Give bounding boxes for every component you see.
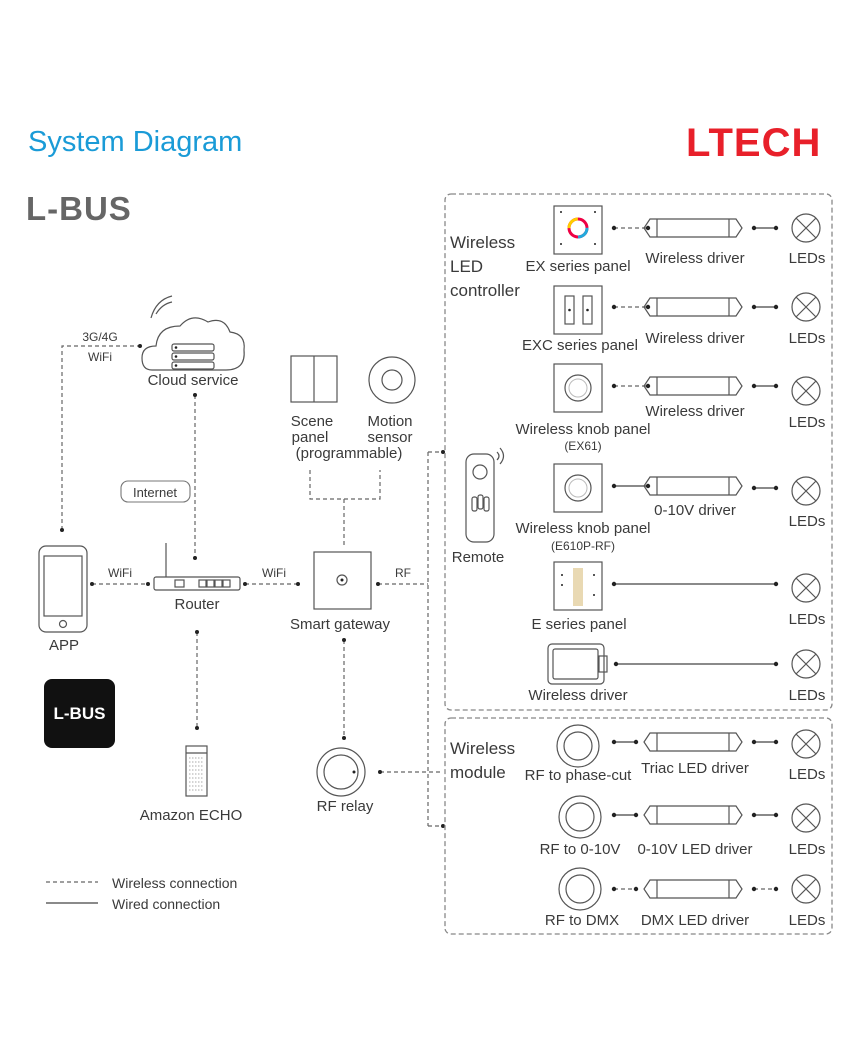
dimming-driver-icon [643,476,743,496]
conn-3g4g-label: 3G/4G [82,330,117,344]
internet-badge [120,480,191,503]
controller-row1-driver: Wireless driver [645,250,744,267]
rf-relay-label: RF relay [317,798,374,815]
controller-row3-model: (EX61) [564,439,601,453]
module-row2-driver: 0-10V LED driver [637,841,752,858]
led-icon [791,376,821,406]
controller-title-line3: controller [450,281,520,300]
controller-row2-device: EXC series panel [522,337,638,354]
module-group-frame [444,717,833,935]
app-label: APP [49,637,79,654]
internet-label: Internet [133,485,177,500]
scene-panel-line2: panel [292,429,329,446]
remote-icon [465,447,505,543]
controller-row5-device: E series panel [531,616,626,633]
controller-row4-model: (E610P-RF) [551,539,615,553]
scene-panel-line1: Scene [291,413,334,430]
wireless-driver-box-icon [547,643,608,685]
wireless-driver-icon [643,297,743,317]
led-icon [791,476,821,506]
wireless-driver-icon [643,376,743,396]
knob-panel-icon [553,463,603,513]
led-icon [791,573,821,603]
controller-row4-load: LEDs [789,513,826,530]
led-icon [791,874,821,904]
controller-row1-load: LEDs [789,250,826,267]
remote-label: Remote [452,549,505,566]
app-logo-text: L-BUS [54,704,106,723]
controller-row3-load: LEDs [789,414,826,431]
wireless-driver-icon [643,218,743,238]
wifi-app-router-label: WiFi [108,566,132,580]
smart-gateway-icon [313,551,372,610]
amazon-echo-icon [185,745,208,797]
controller-row2-driver: Wireless driver [645,330,744,347]
phone-icon [38,545,88,633]
legend-wireless-label: Wireless connection [112,875,237,891]
module-row3-load: LEDs [789,912,826,929]
led-icon [791,803,821,833]
legend-wired-label: Wired connection [112,896,220,912]
scene-panel-icon [290,355,338,403]
knob-panel-icon [553,363,603,413]
rf-module-icon [556,724,600,768]
motion-sensor-icon [368,356,416,404]
page-title: System Diagram [28,126,242,158]
app-cloud-link [61,345,140,530]
rf-relay-icon [316,747,366,797]
rf-module-icon [558,795,602,839]
cloud-service-label: Cloud service [148,372,239,389]
controller-title-line2: LED [450,257,483,276]
module-row1-load: LEDs [789,766,826,783]
module-title-line1: Wireless [450,739,515,758]
module-row2-device: RF to 0-10V [540,841,621,858]
module-row1-device: RF to phase-cut [525,767,633,784]
lbus-heading: L-BUS [26,190,132,227]
led-driver-icon [643,879,743,899]
module-title-line2: module [450,763,506,782]
led-driver-icon [643,805,743,825]
e-series-panel-icon [553,561,603,611]
scene-panel-line3: (programmable) [296,445,403,462]
led-icon [791,292,821,322]
module-row1-driver: Triac LED driver [641,760,749,777]
led-icon [791,649,821,679]
controller-row3-device: Wireless knob panel [515,421,650,438]
controller-row4-device: Wireless knob panel [515,520,650,537]
led-icon [791,729,821,759]
motion-sensor-line1: Motion [367,413,412,430]
rf-module-icon [558,867,602,911]
module-row3-device: RF to DMX [545,912,619,929]
amazon-echo-label: Amazon ECHO [140,807,243,824]
controller-row1-device: EX series panel [525,258,630,275]
exc-panel-icon [553,285,603,335]
smart-gateway-label: Smart gateway [290,616,391,633]
controller-row2-load: LEDs [789,330,826,347]
controller-row6-load: LEDs [789,687,826,704]
panels-gateway-link [309,470,381,548]
rf-bus-branches [428,451,443,827]
ltech-logo: LTECH [686,121,821,165]
router-icon [153,543,241,591]
led-driver-icon [643,732,743,752]
conn-wifi-top-label: WiFi [88,350,112,364]
wifi-router-gateway-label: WiFi [262,566,286,580]
controller-row6-device: Wireless driver [528,687,627,704]
lbus-app-logo [44,679,115,748]
controller-title-line1: Wireless [450,233,515,252]
module-row2-load: LEDs [789,841,826,858]
router-label: Router [174,596,219,613]
cloud-icon [141,295,245,371]
module-row3-driver: DMX LED driver [641,912,749,929]
rf-label: RF [395,566,411,580]
led-icon [791,213,821,243]
controller-group-frame [444,193,833,711]
controller-row4-driver: 0-10V driver [654,502,736,519]
controller-row5-load: LEDs [789,611,826,628]
ex-panel-icon [553,205,603,255]
controller-row3-driver: Wireless driver [645,403,744,420]
motion-sensor-line2: sensor [367,429,412,446]
